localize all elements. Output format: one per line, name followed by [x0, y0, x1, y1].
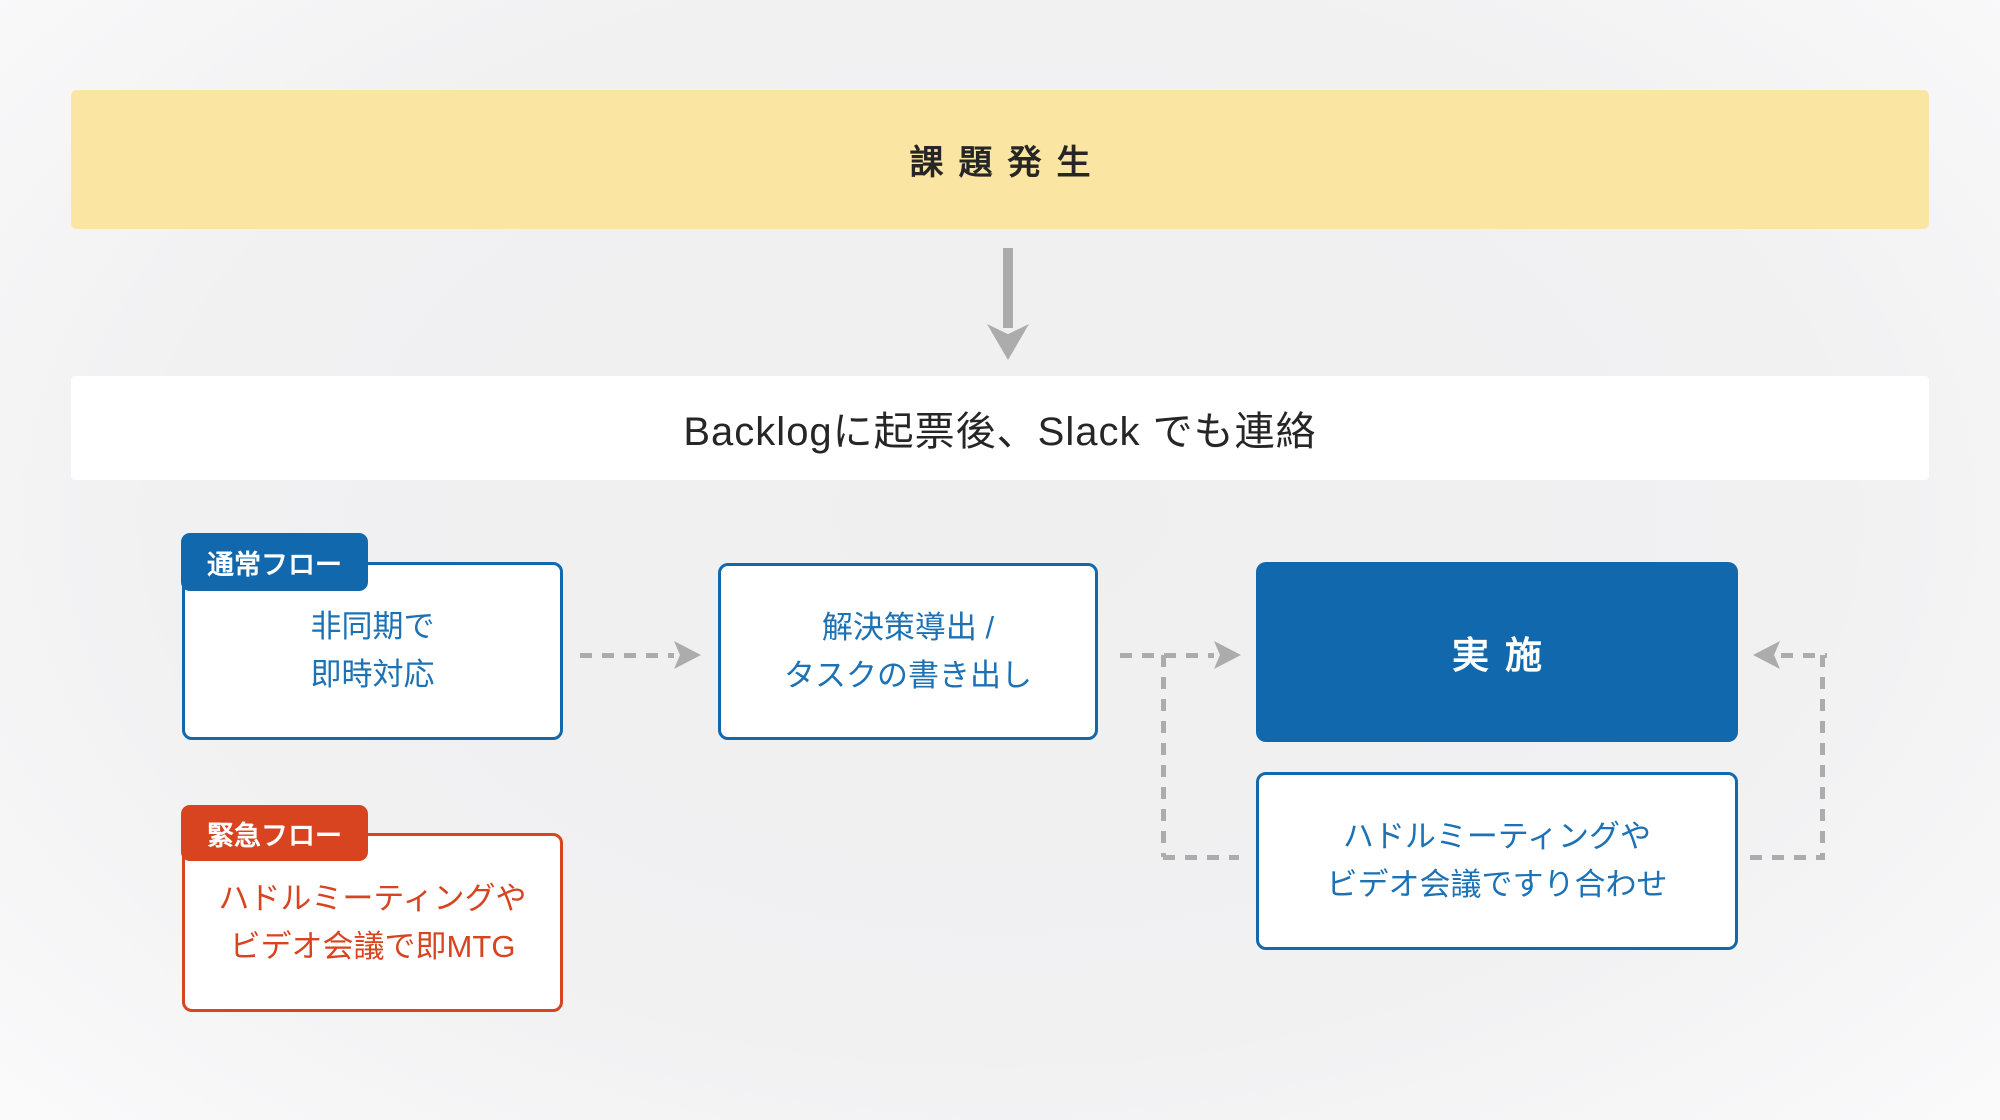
- normal-flow-line-2: 即時対応: [310, 657, 435, 692]
- normal-flow-badge: 通常フロー: [181, 533, 368, 591]
- solution-line-2: タスクの書き出し: [784, 657, 1032, 693]
- connector-to-align-box: [1163, 855, 1239, 860]
- connector-from-align-box: [1750, 855, 1825, 860]
- normal-flow-badge-label: 通常フロー: [207, 549, 342, 580]
- urgent-flow-badge-label: 緊急フロー: [207, 820, 342, 851]
- connector-branch-down: [1161, 655, 1166, 857]
- align-line-2: ビデオ会議ですり合わせ: [1326, 867, 1668, 902]
- normal-flow-box: 非同期で 即時対応: [182, 562, 563, 740]
- report-banner: Backlogに起票後、Slack でも連絡: [71, 376, 1929, 480]
- issue-banner-label: 課題発生: [909, 144, 1106, 182]
- align-line-1: ハドルミーティングや: [1342, 819, 1652, 854]
- issue-banner: 課題発生: [71, 90, 1929, 229]
- arrowhead-left-icon: [1753, 641, 1780, 669]
- down-arrow-icon: [987, 324, 1029, 360]
- solution-box: 解決策導出 / タスクの書き出し: [718, 563, 1098, 740]
- solution-line-1: 解決策導出 /: [821, 609, 995, 645]
- normal-flow-line-1: 非同期で: [310, 609, 435, 644]
- urgent-flow-line-1: ハドルミーティングや: [218, 880, 527, 916]
- urgent-flow-box: ハドルミーティングや ビデオ会議で即MTG: [182, 833, 563, 1012]
- execute-label: 実施: [1452, 635, 1558, 676]
- connector-back-to-execute: [1781, 653, 1827, 658]
- arrowhead-right-icon: [674, 641, 701, 669]
- down-arrow-shaft: [1003, 248, 1013, 328]
- align-box: ハドルミーティングや ビデオ会議ですり合わせ: [1256, 772, 1738, 950]
- report-banner-label: Backlogに起票後、Slack でも連絡: [683, 410, 1317, 454]
- urgent-flow-line-2: ビデオ会議で即MTG: [229, 928, 516, 964]
- connector-solution-to-execute: [1120, 653, 1214, 658]
- connector-normal-to-solution: [580, 653, 674, 658]
- urgent-flow-badge: 緊急フロー: [181, 805, 368, 861]
- execute-box: 実施: [1256, 562, 1738, 742]
- arrowhead-right-icon: [1214, 641, 1241, 669]
- connector-loop-up: [1820, 655, 1825, 857]
